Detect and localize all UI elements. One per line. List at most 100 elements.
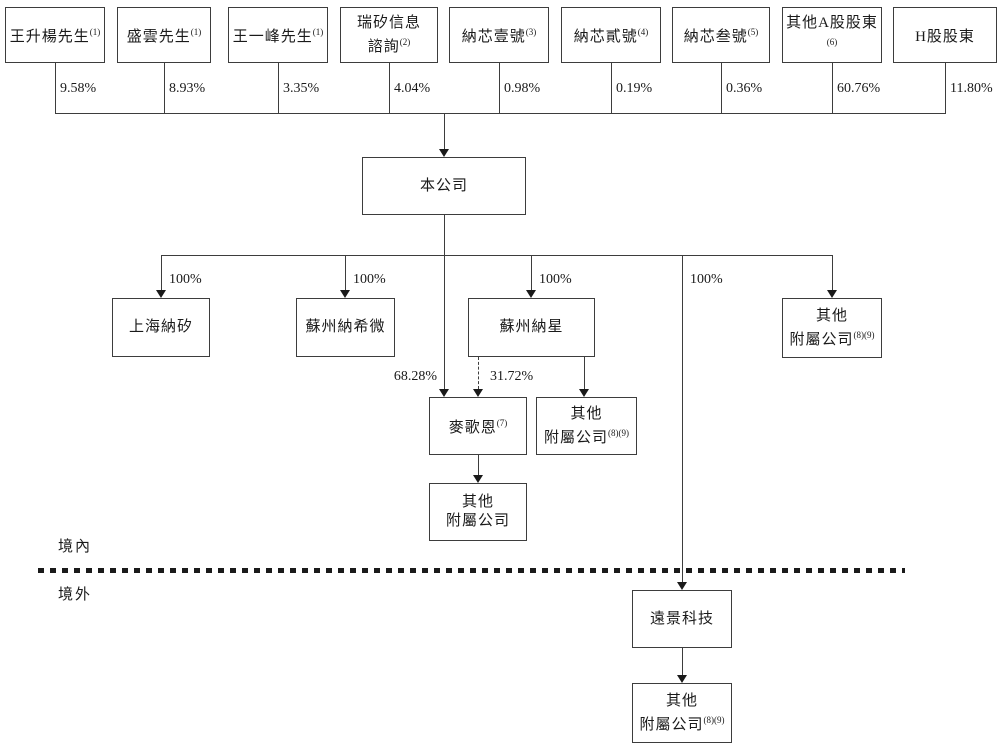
ownership-pct: 3.35% [283,81,320,96]
footnote-ref: (8)(9) [608,427,629,438]
connector-bus [161,255,832,256]
region-label-offshore: 境外 [58,587,93,603]
ownership-pct: 0.98% [504,81,541,96]
connector-line [611,63,612,114]
shareholder-name: H股股東 [915,29,975,45]
connector-line [478,455,479,475]
box-shareholder-sheng-yun: 盛雲先生(1) [117,7,211,63]
arrowhead [677,582,687,590]
subsidiary-name: 其他附屬公司 [445,494,510,529]
box-shareholder-wang-shengyang: 王升楊先生(1) [5,7,105,63]
footnote-ref: (4) [637,27,649,37]
connector-line [278,63,279,114]
ownership-pct: 11.80% [950,81,993,96]
subsidiary-name: 其他附屬公司(8)(9) [639,692,725,733]
ownership-pct: 31.72% [490,369,534,384]
ownership-pct: 8.93% [169,81,206,96]
box-suzhou-naxing: 蘇州納星 [468,298,595,357]
box-shareholder-ruixi-info: 瑞矽信息諮詢(2) [340,7,438,63]
connector-line [345,255,346,290]
footnote-ref: (1) [312,27,324,37]
ownership-pct: 4.04% [394,81,431,96]
footnote-ref: (8)(9) [853,329,875,340]
shareholder-name: 納芯壹號(3) [461,27,537,45]
footnote-ref: (1) [89,27,101,37]
company-name: 本公司 [419,177,468,194]
footnote-ref: (3) [525,27,537,37]
box-shareholder-wang-yifeng: 王一峰先生(1) [228,7,328,63]
ownership-pct: 100% [690,272,723,287]
connector-line-to-yuanjing [682,255,683,582]
connector-line [499,63,500,114]
box-shareholder-other-a-share: 其他A股股東(6) [782,7,882,63]
footnote-ref: (2) [399,36,411,47]
connector-line [682,648,683,675]
arrowhead [473,389,483,397]
footnote-ref: (8)(9) [703,714,725,725]
connector-line-company-magehn [444,215,445,389]
box-shareholder-naxin-no1: 納芯壹號(3) [449,7,549,63]
ownership-pct: 60.76% [837,81,881,96]
connector-line [945,63,946,114]
ownership-pct: 68.28% [393,369,437,384]
box-yuanjing-tech: 遠景科技 [632,590,732,648]
subsidiary-name: 其他附屬公司(8)(9) [543,405,629,446]
shareholder-name: 瑞矽信息諮詢(2) [356,14,421,55]
shareholder-name: 其他A股股東(6) [786,14,878,47]
subsidiary-name: 麥歌恩(7) [448,418,508,436]
ownership-pct: 100% [539,272,572,287]
connector-line [832,63,833,114]
connector-line-dashed [478,357,479,389]
connector-line [161,255,162,290]
box-shanghai-naxi: 上海納矽 [112,298,210,357]
subsidiary-name: 蘇州納星 [499,319,564,335]
shareholder-name: 納芯貳號(4) [573,27,649,45]
arrowhead [340,290,350,298]
connector-line [531,255,532,290]
box-other-subsidiaries-right: 其他附屬公司(8)(9) [782,298,882,358]
shareholder-name: 王一峰先生(1) [232,27,324,45]
arrowhead [439,389,449,397]
box-other-subsidiaries-bottom: 其他附屬公司(8)(9) [632,683,732,743]
onshore-offshore-divider [38,568,905,573]
shareholder-name: 王升楊先生(1) [9,27,101,45]
connector-line [584,357,585,389]
connector-line [721,63,722,114]
subsidiary-name: 蘇州納希微 [305,319,386,335]
arrowhead [156,290,166,298]
subsidiary-name: 上海納矽 [128,319,193,335]
subsidiary-name: 遠景科技 [649,610,714,627]
box-shareholder-naxin-no2: 納芯貳號(4) [561,7,661,63]
ownership-pct: 100% [353,272,386,287]
ownership-pct: 100% [169,272,202,287]
connector-line [832,255,833,290]
ownership-pct: 0.19% [616,81,653,96]
shareholder-name: 盛雲先生(1) [126,27,202,45]
box-suzhou-naxiwei: 蘇州納希微 [296,298,395,357]
connector-bus [55,113,945,114]
arrowhead [526,290,536,298]
ownership-pct: 0.36% [726,81,763,96]
footnote-ref: (6) [826,36,838,47]
connector-line [55,63,56,114]
box-shareholder-naxin-no3: 納芯叁號(5) [672,7,770,63]
footnote-ref: (1) [190,27,202,37]
region-label-onshore: 境內 [58,539,93,555]
box-other-subsidiaries-under-magehn: 其他附屬公司 [429,483,527,541]
connector-line [389,63,390,114]
connector-line [164,63,165,114]
footnote-ref: (7) [496,418,508,428]
box-shareholder-h-share: H股股東 [893,7,997,63]
shareholder-name: 納芯叁號(5) [683,27,759,45]
arrowhead [439,149,449,157]
box-other-subsidiaries-mid: 其他附屬公司(8)(9) [536,397,637,455]
connector-line [444,113,445,150]
subsidiary-name: 其他附屬公司(8)(9) [789,307,875,348]
arrowhead [827,290,837,298]
ownership-pct: 9.58% [60,81,97,96]
box-magehn: 麥歌恩(7) [429,397,527,455]
footnote-ref: (5) [747,27,759,37]
arrowhead [677,675,687,683]
arrowhead [473,475,483,483]
